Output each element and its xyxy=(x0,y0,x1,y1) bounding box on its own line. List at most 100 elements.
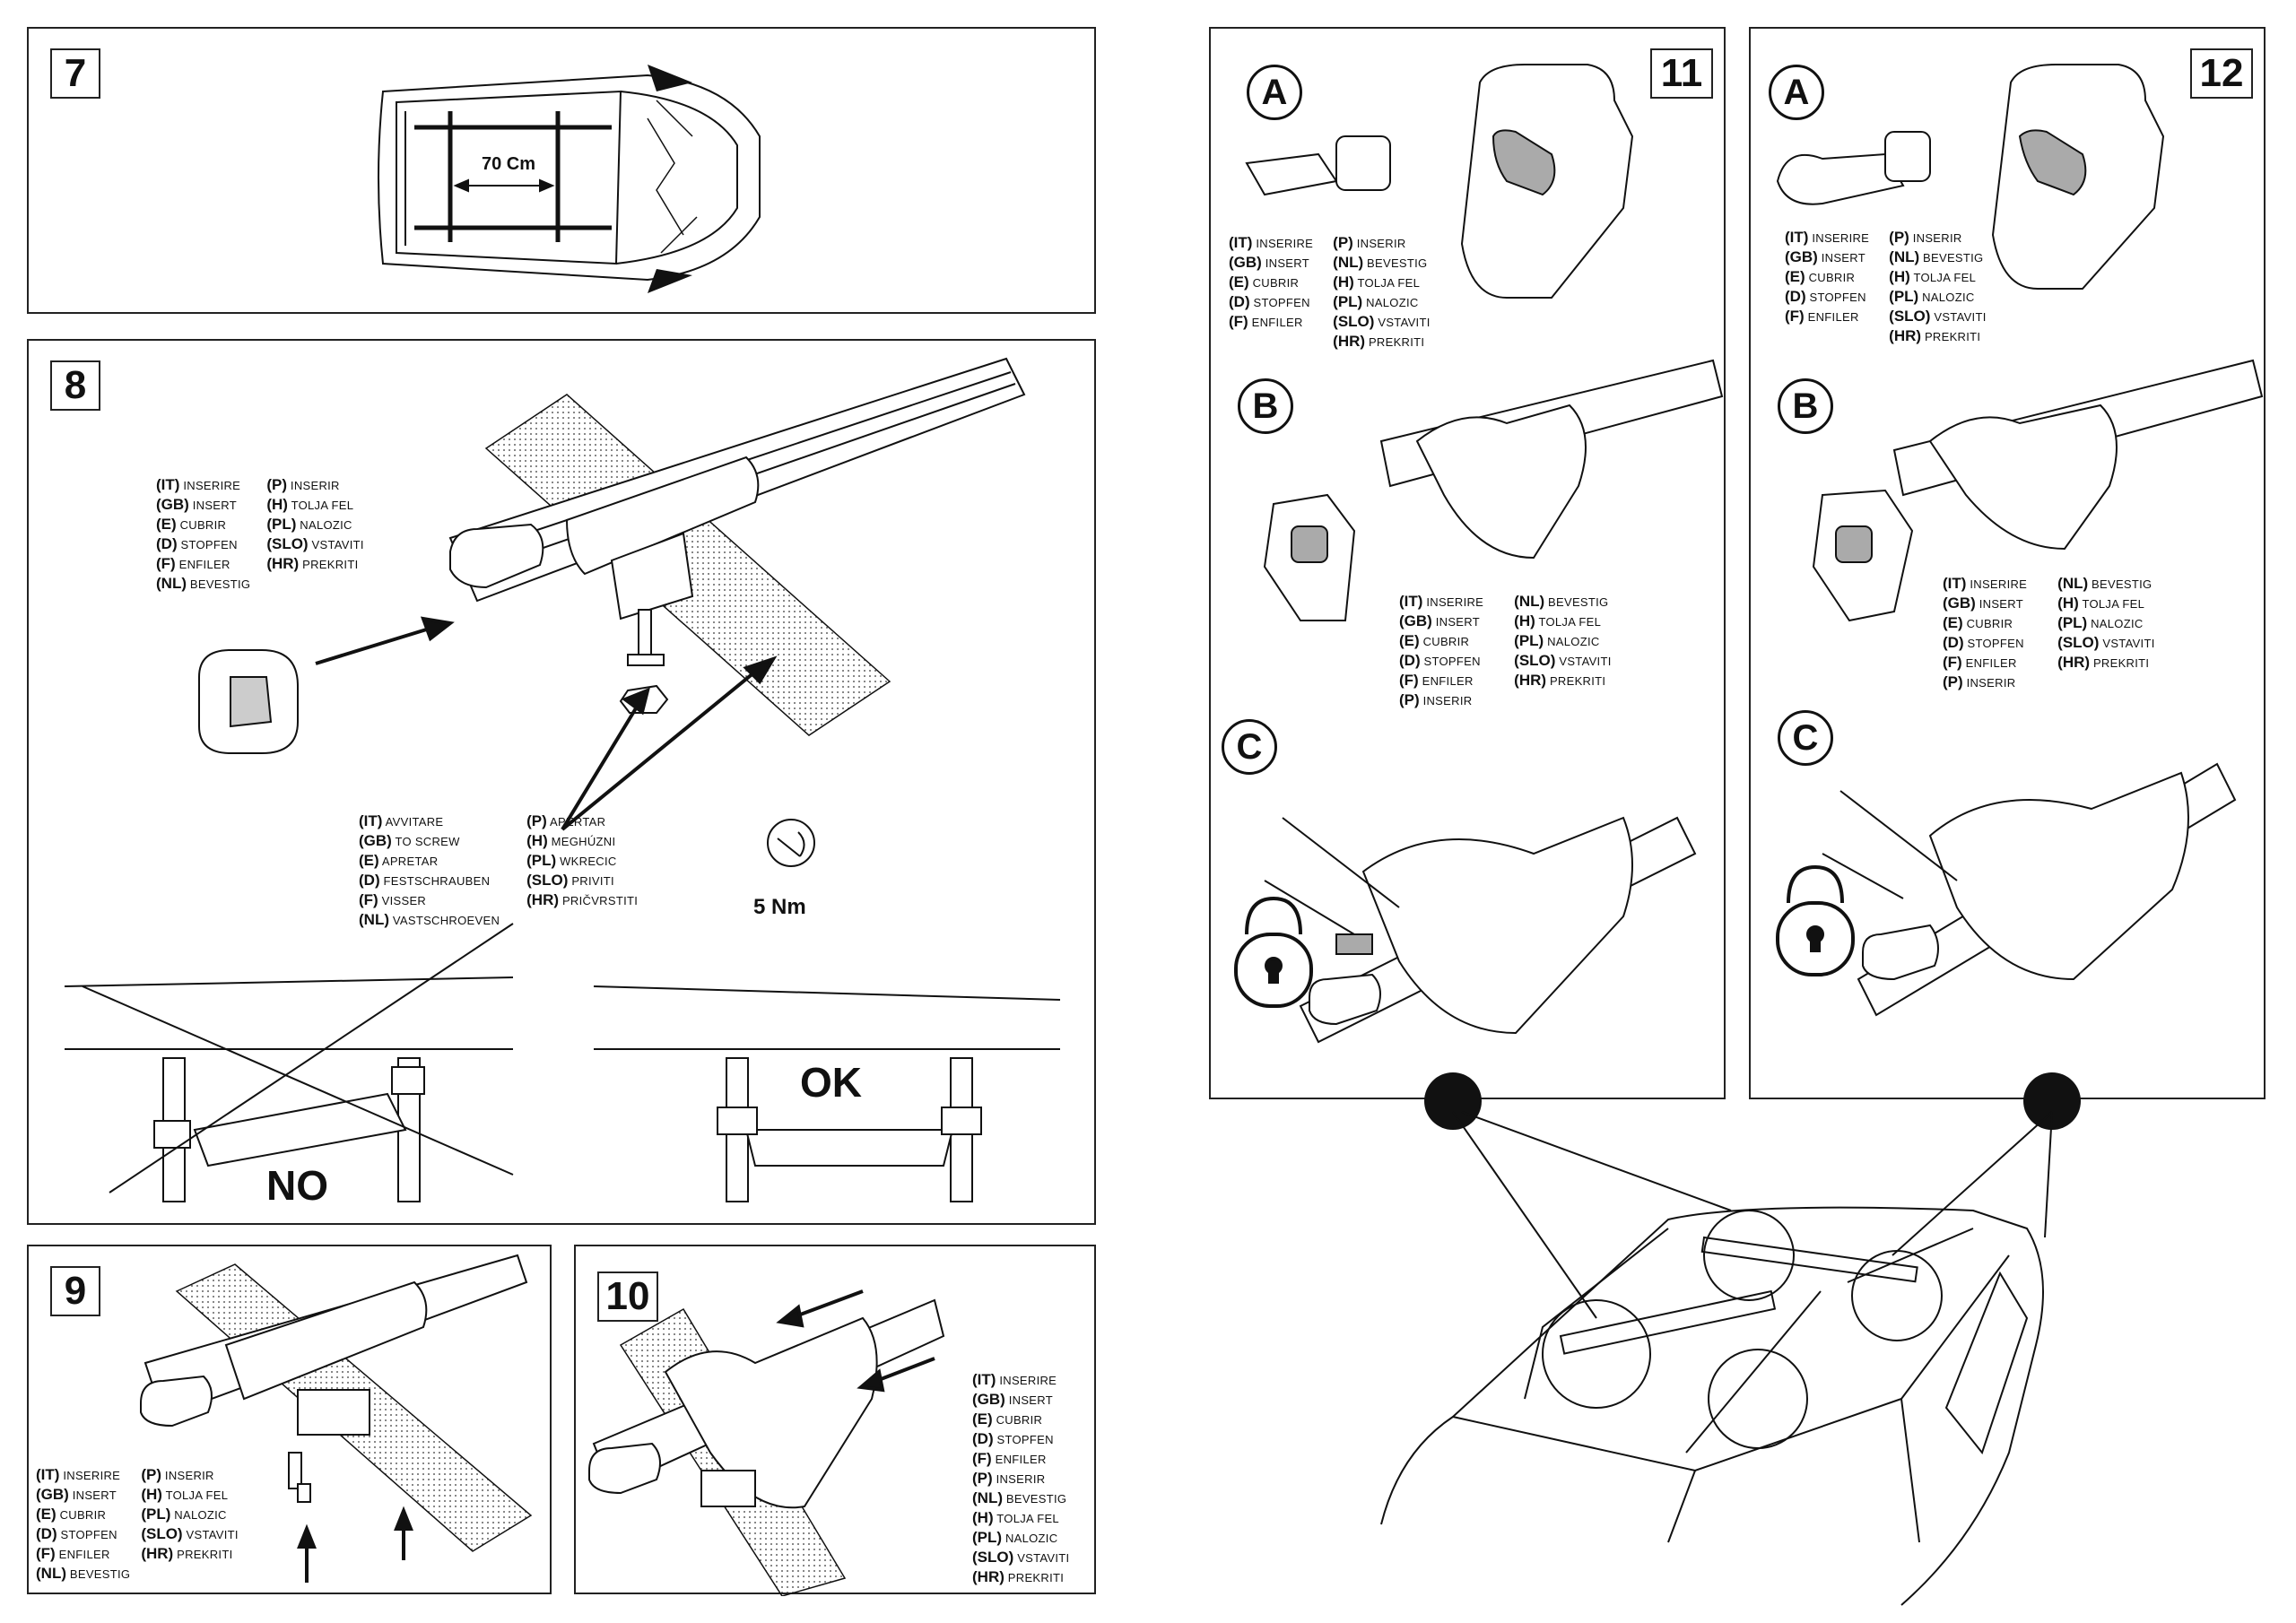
language-code: (HR) xyxy=(972,1568,1004,1585)
translation-text: INSERT xyxy=(1261,256,1309,270)
language-code: (H) xyxy=(266,496,288,513)
panel-11: 11 A B C (IT) xyxy=(1209,27,1726,1099)
legend-insert: (IT) INSERIRE(GB) INSERT(E) CUBRIR(D) ST… xyxy=(156,475,364,594)
language-code: (D) xyxy=(1399,652,1421,669)
legend-line: (PL) NALOZIC xyxy=(1514,631,1611,651)
legend-line: (E) CUBRIR xyxy=(1399,631,1483,651)
legend-step-a: (IT) INSERIRE(GB) INSERT(E) CUBRIR(D) ST… xyxy=(1785,228,1987,346)
legend-line: (F) ENFILER xyxy=(156,554,250,574)
legend-line: (PL) NALOZIC xyxy=(1333,292,1430,312)
language-code: (GB) xyxy=(1943,595,1976,612)
language-code: (GB) xyxy=(1785,248,1818,265)
translation-text: BEVESTIG xyxy=(1363,256,1428,270)
language-code: (P) xyxy=(1943,673,1963,690)
translation-text: NALOZIC xyxy=(296,518,352,532)
legend-line: (P) INSERIR xyxy=(1399,690,1483,710)
language-code: (H) xyxy=(1889,268,1910,285)
translation-text: TO SCREW xyxy=(391,835,460,848)
translation-text: VSTAVITI xyxy=(1555,655,1612,668)
language-code: (P) xyxy=(1889,229,1909,246)
translation-text: TOLJA FEL xyxy=(161,1488,229,1502)
legend-line: (HR) PREKRITI xyxy=(2057,653,2154,673)
translation-text: INSERIRE xyxy=(1966,577,2028,591)
car-top-view-drawing xyxy=(378,65,761,293)
language-code: (IT) xyxy=(1399,593,1423,610)
language-code: (P) xyxy=(972,1470,993,1487)
translation-text: APERTAR xyxy=(546,815,606,829)
language-code: (NL) xyxy=(1889,248,1920,265)
legend-line: (GB) TO SCREW xyxy=(359,831,500,851)
language-code: (E) xyxy=(972,1410,993,1428)
end-cap-icon xyxy=(198,649,299,754)
legend-line: (HR) PREKRITI xyxy=(141,1544,238,1564)
translation-text: TOLJA FEL xyxy=(287,499,354,512)
bracket-assembly-drawing xyxy=(140,1254,533,1583)
translation-text: TOLJA FEL xyxy=(1909,271,1977,284)
legend-line: (P) INSERIR xyxy=(1889,228,1986,247)
language-code: (GB) xyxy=(359,832,392,849)
panel-10: 10 (IT) INSERIRE(GB) INSERT(E) CUBRIR(D)… xyxy=(574,1245,1096,1596)
torque-wrench-icon xyxy=(767,819,815,867)
translation-text: BEVESTIG xyxy=(65,1567,131,1581)
legend-line: (SLO) VSTAVITI xyxy=(1514,651,1611,671)
translation-text: INSERIR xyxy=(1962,676,2016,690)
legend-line: (NL) BEVESTIG xyxy=(1514,592,1611,612)
language-code: (P) xyxy=(526,812,547,829)
translation-text: STOPFEN xyxy=(1249,296,1310,309)
translation-text: PRIVITI xyxy=(568,874,614,888)
step-a-marker: A xyxy=(1247,65,1302,120)
language-code: (F) xyxy=(359,891,378,908)
legend-line: (H) MEGHÚZNI xyxy=(526,831,638,851)
legend-line: (P) INSERIR xyxy=(141,1465,238,1485)
language-code: (IT) xyxy=(156,476,180,493)
language-code: (PL) xyxy=(266,516,297,533)
panel-8: 8 xyxy=(27,339,1096,1225)
language-code: (IT) xyxy=(1943,575,1967,592)
translation-text: INSERT xyxy=(1431,615,1480,629)
translation-text: BEVESTIG xyxy=(1544,595,1609,609)
translation-text: NALOZIC xyxy=(1918,291,1975,304)
translation-text: PREKRITI xyxy=(2090,656,2150,670)
translation-text: CUBRIR xyxy=(176,518,227,532)
legend-line: (H) TOLJA FEL xyxy=(972,1508,1069,1528)
translation-text: INSERT xyxy=(1975,597,2023,611)
panel-number: 7 xyxy=(50,48,100,99)
language-code: (P) xyxy=(141,1466,161,1483)
translation-text: CUBRIR xyxy=(1419,635,1470,648)
legend-line: (P) INSERIR xyxy=(1943,673,2027,692)
translation-text: CUBRIR xyxy=(56,1508,107,1522)
translation-text: INSERIRE xyxy=(996,1374,1057,1387)
legend-line: (GB) INSERT xyxy=(156,495,250,515)
language-code: (F) xyxy=(1399,672,1419,689)
translation-text: STOPFEN xyxy=(177,538,238,551)
language-code: (GB) xyxy=(36,1486,69,1503)
legend-line: (PL) NALOZIC xyxy=(266,515,363,534)
language-code: (IT) xyxy=(1229,234,1253,251)
language-code: (P) xyxy=(1399,691,1420,708)
language-code: (GB) xyxy=(1229,254,1262,271)
language-code: (SLO) xyxy=(1889,308,1931,325)
language-code: (NL) xyxy=(156,575,187,592)
legend-line: (SLO) VSTAVITI xyxy=(2057,633,2154,653)
legend-line: (P) INSERIR xyxy=(266,475,363,495)
translation-text: INSERT xyxy=(68,1488,117,1502)
translation-text: PRIČVRSTITI xyxy=(559,894,639,907)
translation-text: PREKRITI xyxy=(1004,1571,1065,1584)
panel-number: 8 xyxy=(50,360,100,411)
language-code: (D) xyxy=(1943,634,1964,651)
translation-text: FESTSCHRAUBEN xyxy=(379,874,491,888)
torque-label: 5 Nm xyxy=(753,895,806,919)
legend-line: (NL) BEVESTIG xyxy=(1333,253,1430,273)
language-code: (D) xyxy=(1229,293,1250,310)
language-code: (E) xyxy=(1785,268,1805,285)
translation-text: TOLJA FEL xyxy=(993,1512,1059,1525)
language-code: (IT) xyxy=(359,812,383,829)
translation-text: INSERIRE xyxy=(1808,231,1870,245)
legend-line: (P) APERTAR xyxy=(526,812,638,831)
legend-line: (SLO) VSTAVITI xyxy=(972,1548,1069,1567)
translation-text: NALOZIC xyxy=(2087,617,2144,630)
legend-line: (IT) INSERIRE xyxy=(1785,228,1869,247)
translation-text: STOPFEN xyxy=(993,1433,1054,1446)
panel-number: 9 xyxy=(50,1266,100,1316)
translation-text: CUBRIR xyxy=(992,1413,1043,1427)
